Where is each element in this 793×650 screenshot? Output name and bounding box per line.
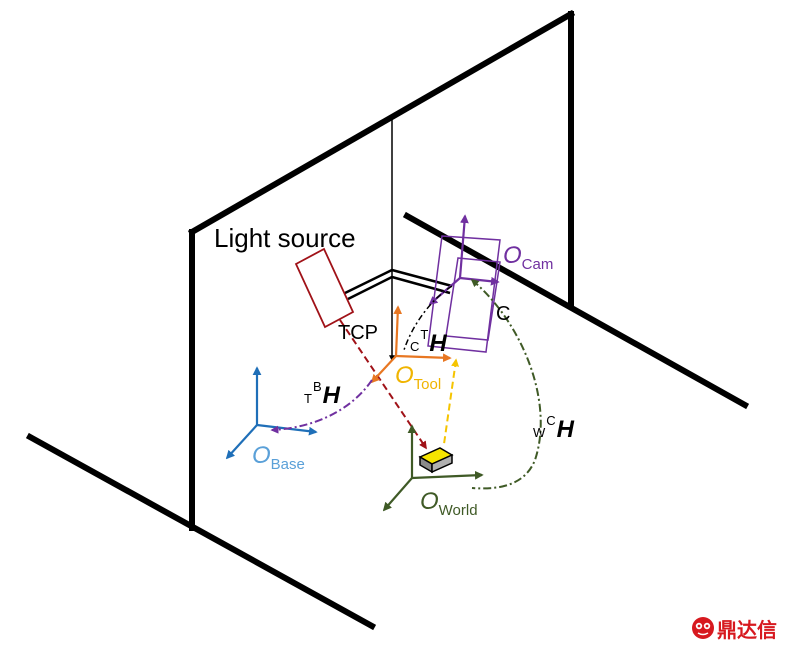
tool-axis-right [395,353,452,363]
top-beam [187,9,576,237]
light-ray [339,319,427,450]
transform-camera-to-tool [403,285,453,351]
world-axis-down-left [382,477,413,512]
tool-frame [370,305,452,384]
camera-point-label: C [496,303,510,325]
transform-tool-to-workpiece [443,358,460,445]
floor-rail-left [25,432,377,631]
h-tool-base-label: TBH [304,379,341,409]
cam-axis-down-left [428,277,461,306]
transform-tool-to-base [270,379,373,434]
cam-axis-up [458,214,469,279]
h-camera-tool-label: CTH [410,327,447,357]
world-axis-right [411,470,484,480]
world-frame [382,424,484,512]
h-world-camera-label: WCH [533,413,575,443]
base-axis-down-left [225,424,258,460]
tool-axis-down-left [370,355,397,384]
frame-tool-label: OTool [395,362,441,393]
tool-axis-up [393,305,403,357]
light-source [294,247,427,450]
monkey-face-logo-icon [692,617,714,639]
watermark-text: 鼎达信 [717,618,777,642]
workpiece [418,447,454,474]
frame-cam-label: OCam [503,242,553,273]
camera-body-back [427,235,501,353]
frame-base-label: OBase [252,442,305,473]
light-source-label: Light source [214,223,356,253]
watermark: 鼎达信 [692,617,777,642]
floor-rail-right [402,211,750,410]
light-source-box [294,247,355,329]
cam-axis-right [459,276,500,286]
gantry-frame [25,9,750,631]
robot-arm [344,268,453,301]
camera [427,214,501,353]
frame-world-label: OWorld [420,488,478,519]
base-frame [225,366,318,460]
transform-world-to-camera [470,278,542,490]
tcp-label: TCP [338,322,378,344]
camera-body-front [445,257,501,341]
